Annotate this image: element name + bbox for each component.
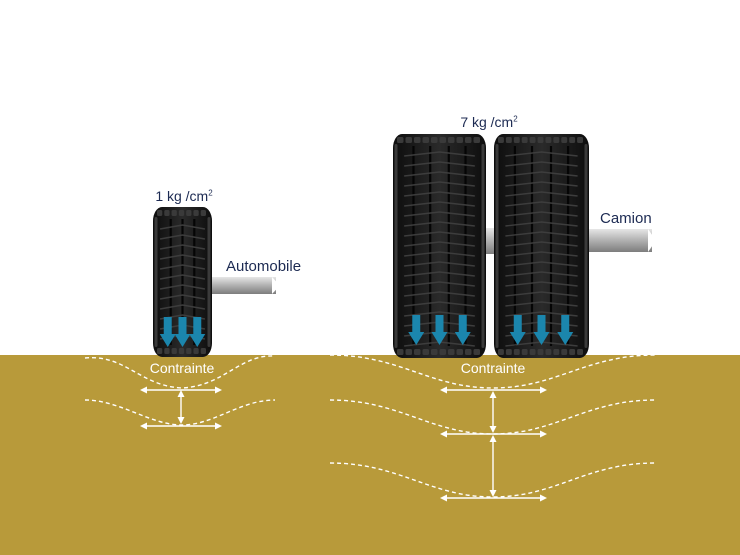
automobile-load-arrow-2 [174,317,191,347]
camion-stress-width-arrow-1 [440,386,547,394]
camion-stress-curve-1 [329,354,656,389]
soil-ground [0,355,740,555]
camion-w1-load-arrow-2 [431,315,448,345]
automobile-load-arrow-1 [159,317,176,347]
automobile-pressure-label: 1 kg /cm2 [155,188,212,204]
camion-stress-label: Contrainte [460,360,526,376]
automobile-axle [210,277,280,294]
camion-tire-icon-2 [494,134,589,358]
camion-pressure-exponent: 2 [513,114,518,124]
automobile-stress-width-arrow-2 [140,422,222,430]
automobile-pressure-value: 1 kg /cm [155,188,209,204]
camion-w1-load-arrow-3 [454,315,471,345]
automobile-stress-label: Contrainte [149,360,215,376]
camion-w2-load-arrow-2 [533,315,550,345]
camion-stress-depth-arrow-1 [489,391,497,433]
automobile-stress-curve-1 [84,355,276,389]
camion-pressure-value: 7 kg /cm [460,114,514,130]
camion-stress-curve-2 [329,399,656,435]
camion-stress-curve-3 [329,462,656,498]
camion-pressure-label: 7 kg /cm2 [460,114,517,130]
automobile-stress-curve-2 [84,399,276,426]
camion-vehicle-label: Camion [600,210,652,227]
automobile-load-arrow-3 [189,317,206,347]
camion-stress-width-arrow-2 [440,430,547,438]
camion-stress-width-arrow-3 [440,494,547,502]
automobile-stress-depth-arrow [177,390,185,424]
camion-w2-load-arrow-1 [509,315,526,345]
camion-stress-depth-arrow-2 [489,435,497,497]
automobile-vehicle-label: Automobile [226,258,302,275]
automobile-pressure-exponent: 2 [208,188,213,198]
camion-w2-load-arrow-3 [557,315,574,345]
camion-w1-load-arrow-1 [408,315,425,345]
camion-tire-icon-1 [393,134,486,358]
